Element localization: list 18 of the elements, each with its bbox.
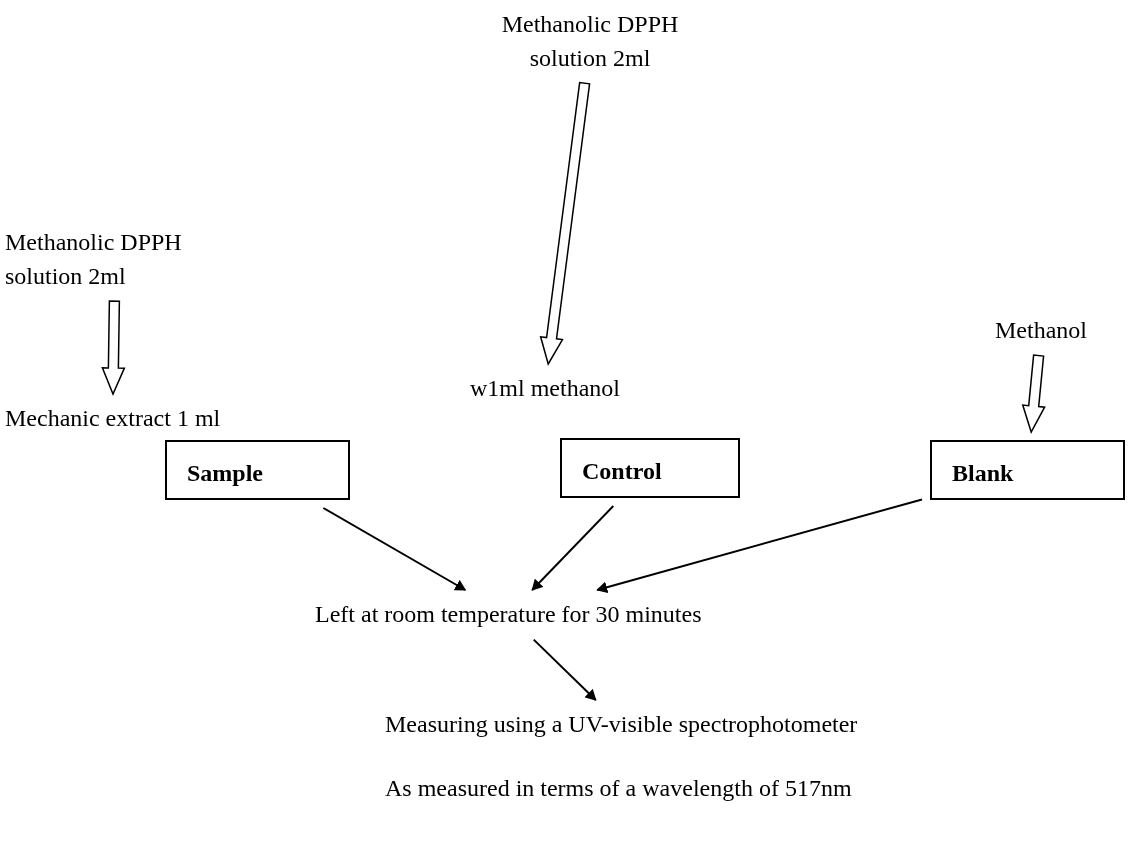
step-text: Measuring using a UV-visible spectrophotometer xyxy=(385,708,858,742)
process-box: Control xyxy=(560,438,740,498)
arrow xyxy=(532,638,597,701)
arrow xyxy=(531,505,615,591)
hollow-arrow xyxy=(101,300,126,396)
process-box: Sample xyxy=(165,440,350,500)
step-text: Methanol xyxy=(995,314,1087,348)
step-text: Methanolic DPPH solution 2ml xyxy=(480,8,700,76)
arrow xyxy=(596,498,923,594)
note-text: As measured in terms of a wavelength of 517nm xyxy=(385,774,852,803)
arrow xyxy=(322,507,467,591)
step-text: Mechanic extract 1 ml xyxy=(5,402,221,436)
hollow-arrow xyxy=(539,81,591,366)
step-text: Left at room temperature for 30 minutes xyxy=(315,598,702,632)
step-text: w1ml methanol xyxy=(470,372,620,406)
step-text: Methanolic DPPH solution 2ml xyxy=(5,226,225,294)
hollow-arrow xyxy=(1021,354,1046,434)
process-box: Blank xyxy=(930,440,1125,500)
